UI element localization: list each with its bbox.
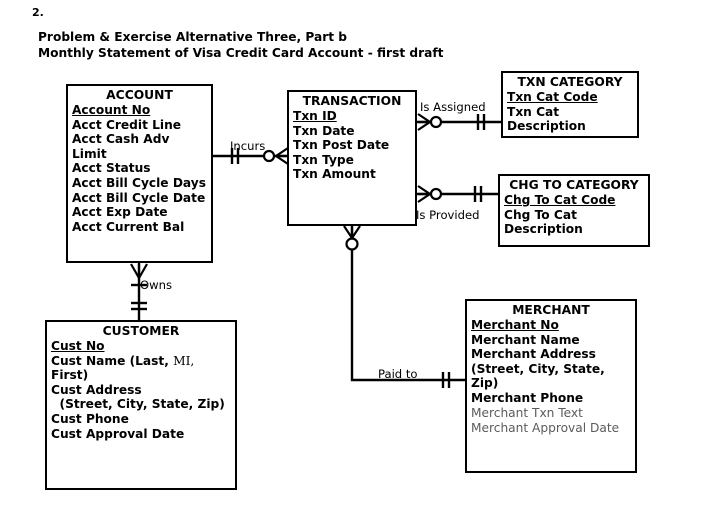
page-title-line-2: Monthly Statement of Visa Credit Card Ac… xyxy=(38,46,444,60)
relationship-label-paid-to: Paid to xyxy=(378,367,418,381)
connector-owns xyxy=(130,263,148,320)
attribute: Cust Address (Street, City, State, Zip) xyxy=(51,382,225,412)
attribute: Merchant Name xyxy=(471,332,580,347)
entity-title-account: ACCOUNT xyxy=(106,88,173,102)
page-title-line-1: Problem & Exercise Alternative Three, Pa… xyxy=(38,30,348,44)
attribute: Acct Bill Cycle Date xyxy=(72,190,206,205)
attribute: Acct Bill Cycle Days xyxy=(72,175,206,190)
attribute: Txn Amount xyxy=(293,167,376,182)
attribute: Acct Exp Date xyxy=(72,205,168,220)
connector-is-assigned xyxy=(417,113,501,131)
attribute: Merchant Address xyxy=(471,347,596,362)
attribute-primary-key: Txn ID xyxy=(293,109,337,123)
attribute: Cust Approval Date xyxy=(51,426,185,441)
item-number: 2. xyxy=(32,6,44,19)
attribute: Txn Date xyxy=(293,123,355,138)
entity-title-customer: CUSTOMER xyxy=(102,324,180,338)
entity-title-chg-to-category: CHG TO CATEGORY xyxy=(509,178,639,192)
attribute-primary-key: Cust No xyxy=(51,339,105,353)
attribute-primary-key: Txn Cat Code xyxy=(507,90,598,104)
attribute: Merchant Phone xyxy=(471,390,584,405)
attribute-primary-key: Chg To Cat Code xyxy=(504,193,616,207)
attribute: Cust Phone xyxy=(51,411,129,426)
attribute: Acct Current Bal xyxy=(72,219,185,234)
entity-title-transaction: TRANSACTION xyxy=(302,94,402,108)
relationship-label-owns: Owns xyxy=(140,278,172,292)
attribute: Txn Cat Description xyxy=(507,104,586,134)
attribute-primary-key: Merchant No xyxy=(471,318,559,332)
attribute: Acct Credit Line xyxy=(72,117,182,132)
attribute-primary-key: Account No xyxy=(72,103,151,117)
attribute: Txn Type xyxy=(293,152,354,167)
connector-paid-to xyxy=(343,225,465,388)
attribute: Merchant Txn Text xyxy=(471,405,583,420)
entity-title-merchant: MERCHANT xyxy=(512,303,590,317)
attribute: Cust Name (Last, MI, First) xyxy=(51,353,195,383)
attribute: Acct Status xyxy=(72,161,151,176)
attribute-alt-token: MI, xyxy=(173,353,195,368)
relationship-label-is-assigned: Is Assigned xyxy=(420,100,486,114)
connector-incurs xyxy=(213,147,289,165)
connector-is-provided xyxy=(417,185,498,203)
entity-title-txn-category: TXN CATEGORY xyxy=(517,75,623,89)
attribute: Txn Post Date xyxy=(293,138,390,153)
attribute: Merchant Approval Date xyxy=(471,420,620,435)
relationship-label-incurs: Incurs xyxy=(230,139,266,153)
attribute: Chg To Cat Description xyxy=(504,207,583,237)
relationship-label-is-provided: Is Provided xyxy=(416,208,480,222)
attribute: Acct Cash Adv Limit xyxy=(72,132,170,161)
attribute: (Street, City, State, Zip) xyxy=(471,361,610,391)
